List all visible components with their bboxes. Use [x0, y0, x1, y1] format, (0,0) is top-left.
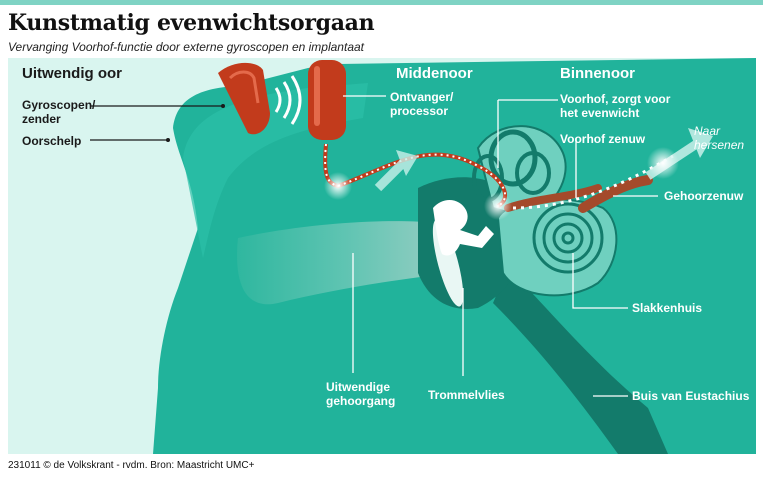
arrow-signal-left	[374, 150, 418, 192]
label-vestibular-nerve: Voorhof zenuw	[560, 132, 646, 146]
label-receiver-line1: Ontvanger/	[390, 90, 454, 104]
label-auricle: Oorschelp	[22, 134, 82, 148]
signal-path	[512, 154, 674, 210]
section-inner-ear: Binnenoor	[560, 65, 635, 82]
label-gyroscopes-line2: zender	[22, 112, 61, 126]
section-outer-ear: Uitwendig oor	[22, 65, 122, 82]
label-vestibule-line2: het evenwicht	[560, 106, 640, 120]
label-eustachian-tube: Buis van Eustachius	[632, 389, 750, 403]
section-middle-ear: Middenoor	[396, 65, 473, 82]
sparkle-2	[484, 192, 512, 220]
label-to-brain-line1: Naar	[694, 124, 721, 138]
ear-diagram	[8, 58, 756, 454]
gyroscope-highlight	[228, 70, 260, 104]
wireless-waves	[274, 75, 302, 125]
cochlea-shape	[496, 198, 618, 297]
label-vestibule: Voorhof, zorgt voor het evenwicht	[560, 92, 670, 120]
label-receiver-line2: processor	[390, 104, 449, 118]
label-ear-canal-line1: Uitwendige	[326, 380, 391, 394]
receiver-highlight	[314, 66, 320, 126]
label-ear-canal-line2: gehoorgang	[326, 394, 396, 408]
label-to-brain: Naar hersenen	[694, 124, 744, 152]
page-subtitle: Vervanging Voorhof-functie door externe …	[8, 40, 364, 54]
vestibular-nerve	[504, 184, 602, 212]
sparkle-3	[647, 147, 679, 179]
label-receiver: Ontvanger/ processor	[390, 90, 453, 118]
label-vestibule-line1: Voorhof, zorgt voor	[560, 92, 671, 106]
label-ear-canal: Uitwendige gehoorgang	[326, 380, 395, 408]
page-title: Kunstmatig evenwichtsorgaan	[8, 10, 375, 36]
label-cochlea: Slakkenhuis	[632, 301, 703, 315]
ear-canal	[237, 221, 453, 305]
receiver-device	[308, 60, 346, 140]
label-auditory-nerve: Gehoorzenuw	[664, 189, 744, 203]
sparkle-1	[324, 172, 352, 200]
leader-lines	[90, 95, 658, 397]
gyroscope-device	[218, 62, 270, 135]
ossicles	[433, 199, 494, 256]
auricle-highlight	[183, 83, 368, 258]
auditory-nerve	[578, 175, 653, 213]
diagram-panel: Uitwendig oor Middenoor Binnenoor Gyrosc…	[8, 58, 756, 454]
label-to-brain-line2: hersenen	[694, 138, 745, 152]
eustachian-tube	[493, 268, 668, 454]
label-gyroscopes-line1: Gyroscopen/	[22, 98, 96, 112]
label-gyroscopes: Gyroscopen/ zender	[22, 98, 95, 126]
label-eardrum: Trommelvlies	[428, 388, 505, 402]
top-accent-bar	[0, 0, 763, 5]
credit-line: 231011 © de Volkskrant - rvdm. Bron: Maa…	[8, 460, 255, 471]
